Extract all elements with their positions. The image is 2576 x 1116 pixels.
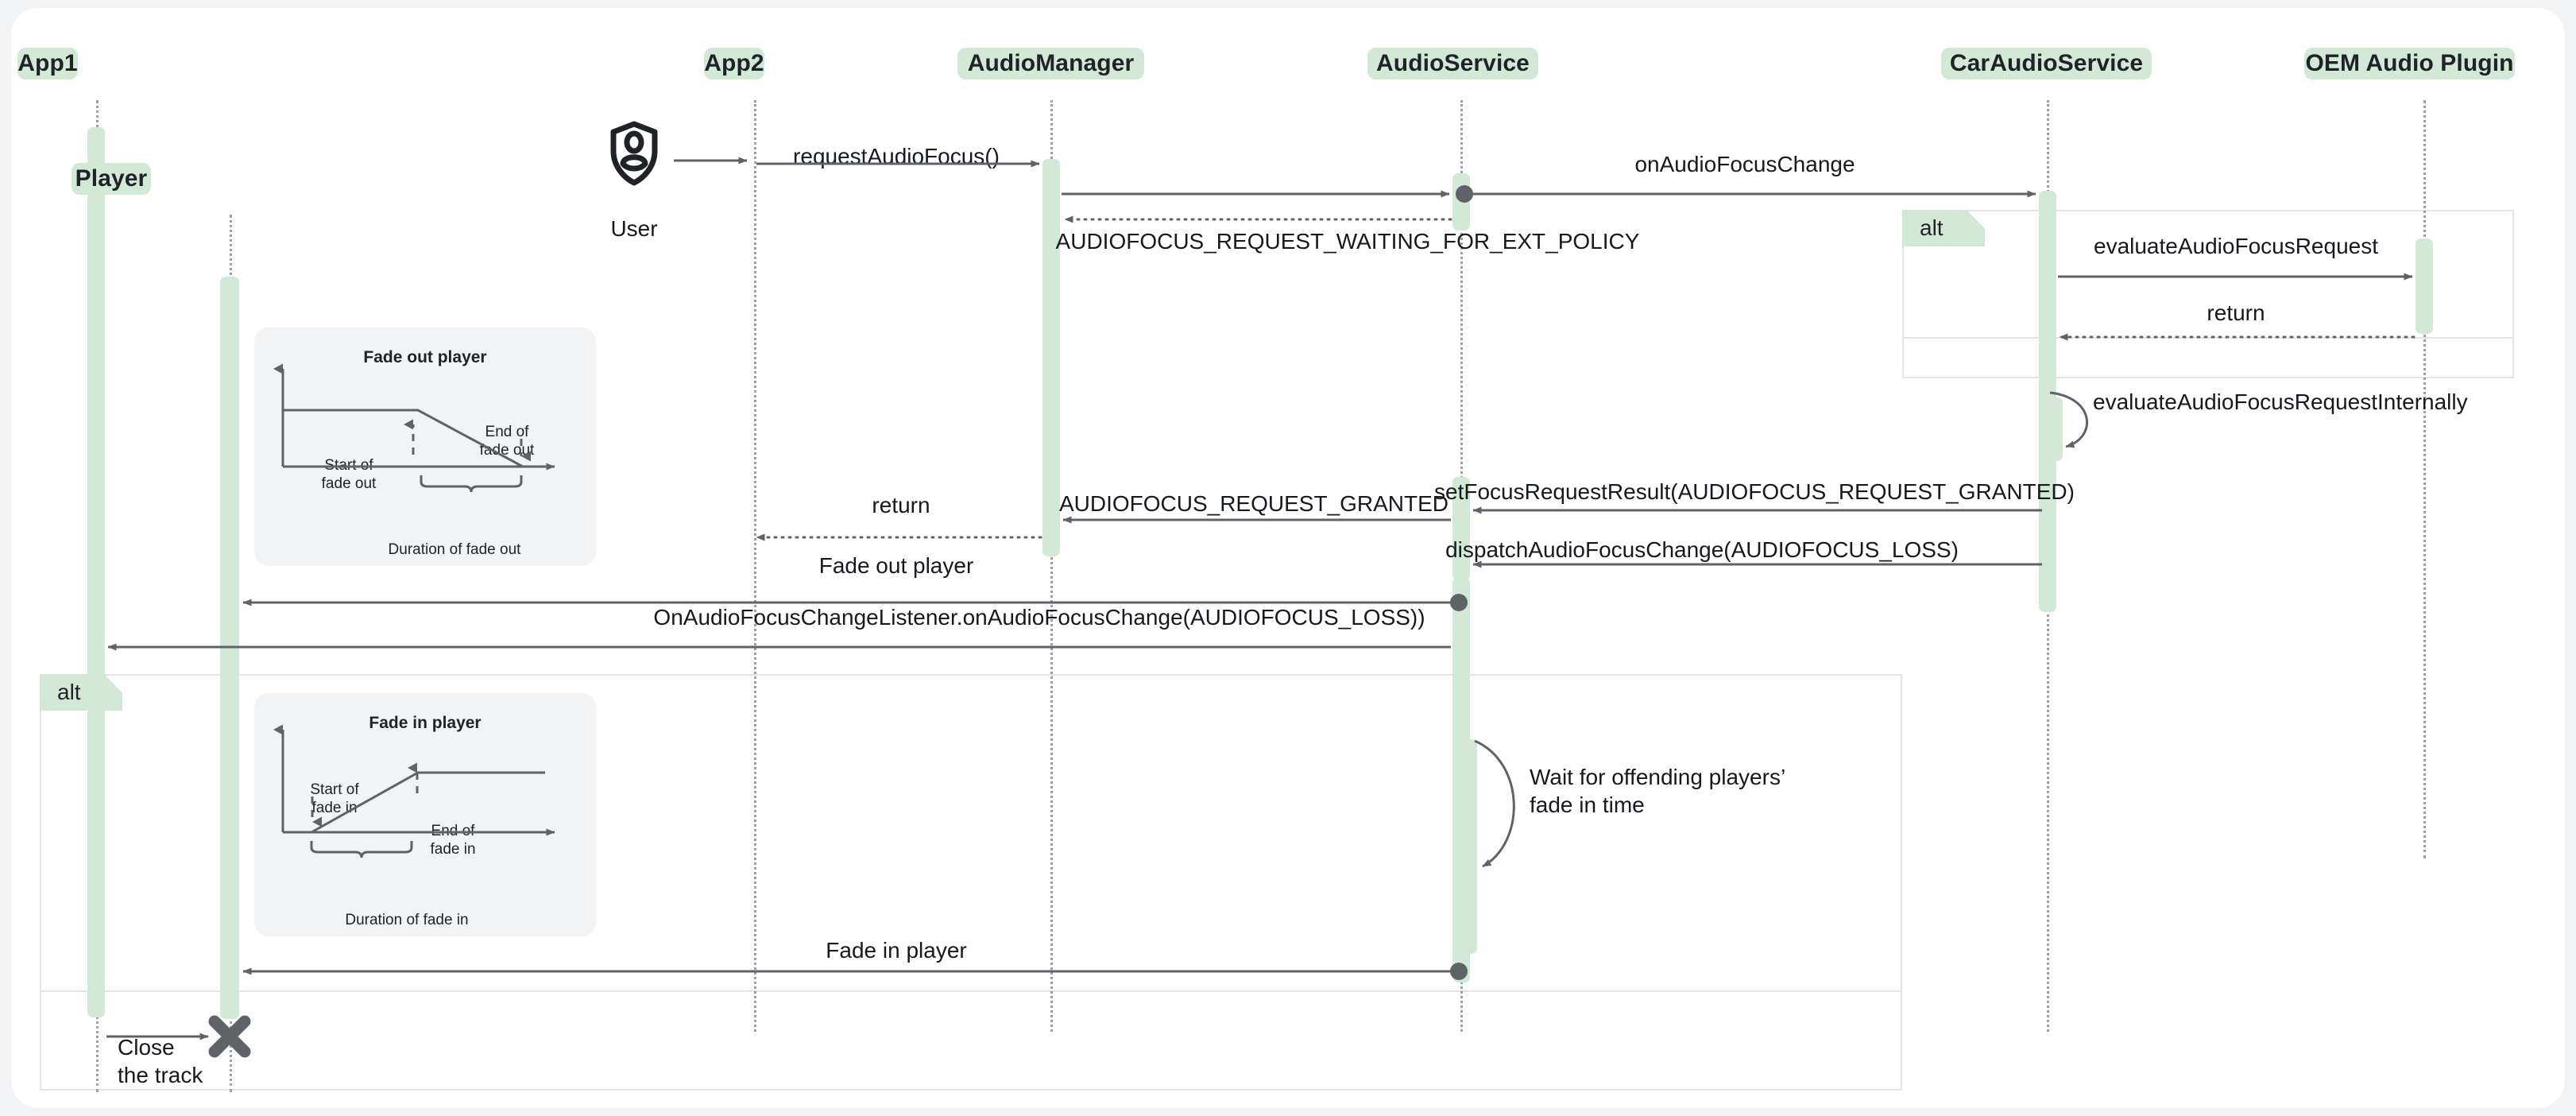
message-label-evaluateAudioFocusRequest: evaluateAudioFocusRequest	[2093, 234, 2379, 258]
message-label-onAudioFocusChangeListener: OnAudioFocusChangeListener.onAudioFocusC…	[653, 605, 1425, 630]
activation-app1	[87, 127, 105, 1017]
message-label-return-oem: return	[2207, 300, 2265, 325]
note-label-duration-fade-in: Duration of fade in	[345, 912, 469, 928]
participant-oemplugin[interactable]: OEM Audio Plugin	[2304, 48, 2515, 79]
participant-label: App1	[17, 50, 78, 76]
activation-audiomanager	[1042, 159, 1060, 556]
activation-player	[220, 277, 239, 1019]
participant-label: Player	[75, 165, 148, 192]
note-fade-in-player: Fade in player Start of fade in End of f…	[254, 693, 596, 936]
participant-label: CarAudioService	[1949, 50, 2144, 76]
participant-audiomanager[interactable]: AudioManager	[957, 48, 1144, 79]
message-label-fade-out-player: Fade out player	[818, 553, 974, 578]
alt-fragment-top-divider	[1902, 337, 2514, 339]
message-label-evaluateInternally: evaluateAudioFocusRequestInternally	[2093, 389, 2468, 414]
participant-label: AudioService	[1376, 50, 1530, 76]
message-label-return-am: return	[872, 493, 930, 517]
lifeline-audiomanager	[1050, 100, 1053, 1032]
message-label-wait-fade-in: Wait for offending players’ fade in time	[1530, 765, 1786, 817]
alt-tag-label: alt	[57, 680, 81, 704]
message-label-close-the-track: Close the track	[118, 1035, 203, 1087]
alt-fragment-bottom-divider	[40, 990, 1902, 992]
alt-fragment-bottom	[40, 674, 1902, 1091]
alt-tag-top: alt	[1902, 210, 1985, 246]
lifeline-oemplugin	[2423, 100, 2426, 858]
message-label-granted: AUDIOFOCUS_REQUEST_GRANTED	[1058, 491, 1449, 516]
activation-audioservice-1	[1452, 173, 1470, 231]
participant-app2[interactable]: App2	[704, 48, 764, 79]
lifeline-app2	[754, 100, 756, 1032]
participant-app1[interactable]: App1	[17, 48, 78, 79]
participant-player[interactable]: Player	[72, 163, 151, 195]
note-label-duration-fade-out: Duration of fade out	[388, 541, 521, 558]
participant-caraudioservice[interactable]: CarAudioService	[1941, 48, 2152, 79]
message-label-fade-in-player: Fade in player	[826, 938, 967, 963]
participant-label: AudioManager	[967, 50, 1135, 76]
alt-tag-label: alt	[1920, 215, 1944, 240]
message-label-setFocusRequestResult: setFocusRequestResult(AUDIOFOCUS_REQUEST…	[1434, 479, 2075, 504]
participant-audioservice[interactable]: AudioService	[1367, 48, 1538, 79]
participant-label: App2	[704, 50, 764, 76]
actor-label: User	[610, 216, 658, 241]
note-label-end-fade-in: End of fade in	[430, 823, 476, 858]
note-title: Fade out player	[363, 348, 487, 366]
activation-audioservice-2	[1452, 477, 1470, 580]
message-label-waiting-for-ext-policy: AUDIOFOCUS_REQUEST_WAITING_FOR_EXT_POLIC…	[1055, 229, 1640, 254]
alt-fragment-top	[1902, 210, 2514, 378]
note-label-start-fade-out: Start of fade out	[321, 457, 377, 493]
message-label-requestAudioFocus: requestAudioFocus()	[793, 144, 1000, 169]
note-fade-out-player: Fade out player Start of fade out End of…	[254, 327, 596, 566]
activation-oemplugin	[2415, 238, 2433, 334]
note-title: Fade in player	[369, 714, 482, 732]
note-label-end-fade-out: End of fade out	[479, 424, 535, 459]
participant-label: OEM Audio Plugin	[2305, 50, 2514, 76]
message-label-dispatchAudioFocusChange: dispatchAudioFocusChange(AUDIOFOCUS_LOSS…	[1445, 537, 1959, 562]
note-label-start-fade-in: Start of fade in	[310, 781, 359, 817]
alt-tag-bottom: alt	[40, 674, 122, 711]
message-label-onAudioFocusChange: onAudioFocusChange	[1634, 152, 1855, 176]
activation-audioservice-inner	[1458, 739, 1477, 954]
activation-caraudioservice-self	[2044, 397, 2063, 461]
